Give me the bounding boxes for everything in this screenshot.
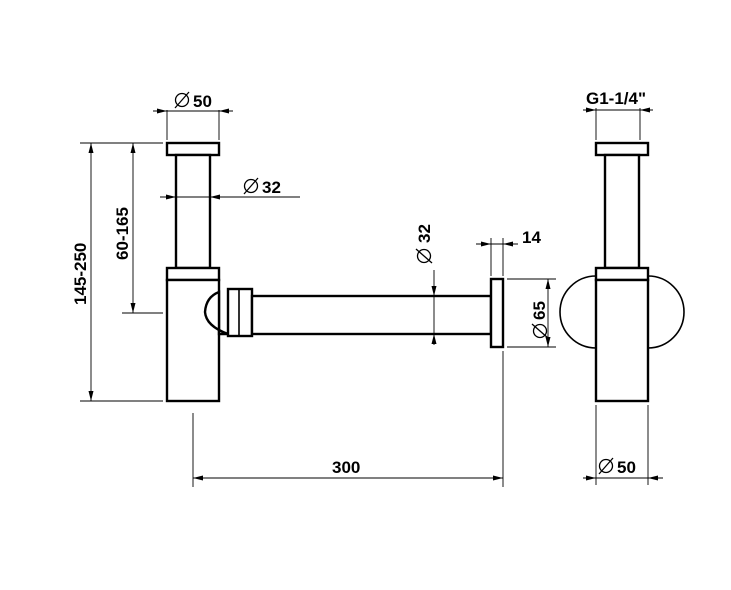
top-cap	[165, 141, 221, 157]
side-outlet-disc-right	[647, 275, 685, 349]
dim-flange-thickness: 14	[476, 228, 541, 276]
dim-outlet-diameter: 32	[415, 224, 437, 345]
overall-height-label: 145-250	[71, 243, 90, 305]
outlet-nut	[226, 287, 254, 338]
dim-flange-diameter: 65	[507, 278, 556, 348]
dim-adjust-height: 60-165	[113, 143, 163, 314]
projection-length-label: 300	[332, 458, 360, 477]
side-view: G1-1/4" 50	[559, 89, 685, 485]
outlet-tube	[250, 294, 493, 336]
adjust-height-label: 60-165	[113, 207, 132, 260]
collar-ring	[165, 266, 221, 282]
dim-projection-length: 300	[192, 351, 504, 487]
tube-diameter-label: 32	[262, 178, 281, 197]
side-collar	[594, 266, 650, 282]
diameter-symbol-icon	[243, 177, 259, 195]
diameter-symbol-icon	[531, 323, 549, 339]
front-view: 50 32 145-250 60-165	[71, 91, 556, 487]
side-diameter-label: 50	[617, 458, 636, 477]
vertical-tube	[174, 153, 212, 270]
outlet-elbow	[203, 290, 229, 336]
side-tube	[603, 153, 641, 270]
flange-diameter-label: 65	[530, 301, 549, 320]
thread-label: G1-1/4"	[586, 89, 646, 108]
outlet-diameter-label: 32	[415, 224, 434, 243]
diameter-symbol-icon	[598, 457, 614, 475]
side-outlet-disc	[559, 275, 597, 349]
flange-thickness-label: 14	[522, 228, 541, 247]
dim-side-diameter: 50	[583, 405, 663, 485]
diameter-symbol-icon	[174, 91, 190, 109]
top-diameter-label: 50	[193, 92, 212, 111]
side-body	[594, 278, 650, 403]
diameter-symbol-icon	[415, 248, 433, 264]
dim-thread: G1-1/4"	[583, 89, 653, 140]
dim-overall-height: 145-250	[71, 142, 163, 402]
dim-top-diameter: 50	[153, 91, 233, 140]
side-top-cap	[594, 141, 650, 157]
wall-flange	[489, 277, 505, 349]
dim-tube-diameter: 32	[160, 177, 300, 200]
